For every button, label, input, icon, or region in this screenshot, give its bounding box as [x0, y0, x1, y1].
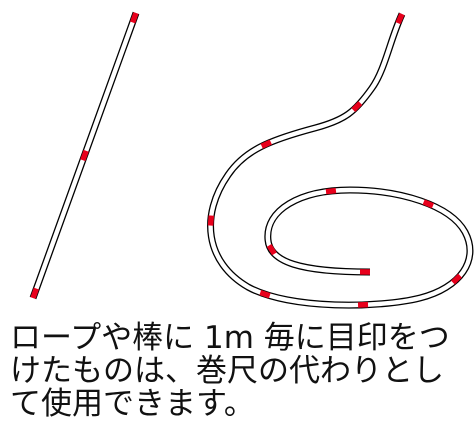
caption: ロープや棒に 1m 毎に目印をつけたものは、巻尺の代わりとして使用できます。 — [10, 322, 472, 421]
coiled-rope-marks — [211, 14, 461, 305]
rope-and-pole-illustration — [0, 0, 476, 320]
straight-pole-meter-mark — [33, 289, 36, 298]
coiled-rope-meter-mark — [398, 14, 402, 23]
coiled-rope-meter-mark — [260, 293, 269, 296]
coiled-rope-meter-mark — [262, 142, 271, 146]
coiled-rope — [211, 14, 470, 305]
coiled-rope-meter-mark — [211, 216, 212, 226]
straight-pole-meter-mark — [133, 13, 136, 22]
straight-pole-meter-mark — [83, 151, 86, 160]
coiled-rope-meter-mark — [326, 191, 336, 192]
coiled-rope-outline — [211, 14, 470, 305]
coiled-rope-meter-mark — [424, 202, 433, 206]
straight-pole — [33, 13, 136, 298]
coiled-rope-body — [211, 14, 470, 305]
